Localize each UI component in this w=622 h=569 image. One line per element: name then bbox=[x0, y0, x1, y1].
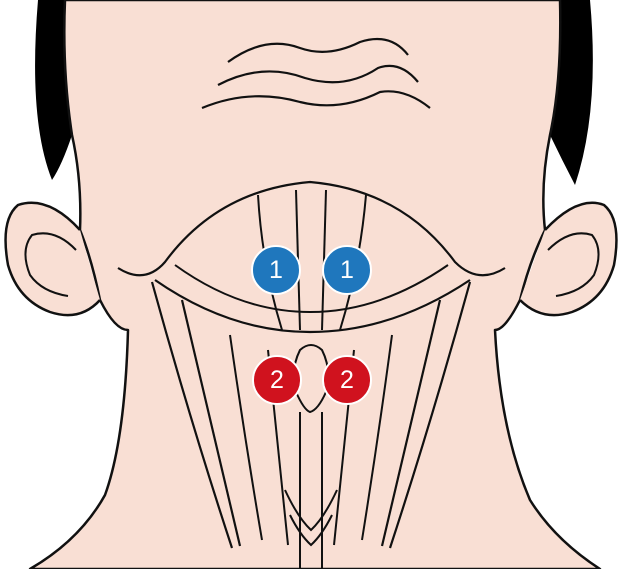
marker-2-left: 2 bbox=[252, 355, 302, 405]
face-neck-skin bbox=[30, 0, 600, 569]
marker-1-left: 1 bbox=[251, 245, 301, 295]
marker-1-right: 1 bbox=[322, 245, 372, 295]
marker-2-right: 2 bbox=[322, 355, 372, 405]
